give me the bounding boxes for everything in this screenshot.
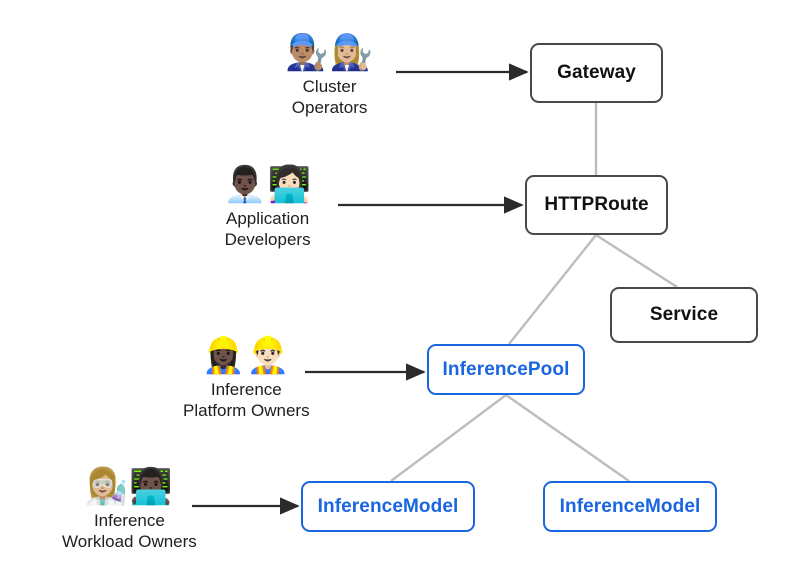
node-inferencepool: InferencePool <box>427 344 585 395</box>
persona-label-inference-workload-owners: Inference Workload Owners <box>62 511 197 551</box>
connector-httproute-service <box>595 233 678 289</box>
man-office-worker-icon+woman-technologist-icon: 👨🏿‍💼👩🏻‍💻 <box>223 165 313 205</box>
persona-label-application-developers: Application Developers <box>224 209 311 249</box>
connector-inferencepool-model1 <box>390 394 507 482</box>
woman-construction-worker-icon+man-construction-worker-icon: 👷🏿‍♀️👷🏻‍♂️ <box>201 336 291 376</box>
node-inferencemodel1: InferenceModel <box>301 481 475 532</box>
persona-cluster-operators: 👨🏽‍🔧👩🏼‍🔧Cluster Operators <box>285 33 374 118</box>
node-gateway: Gateway <box>530 43 663 103</box>
persona-inference-platform-owners: 👷🏿‍♀️👷🏻‍♂️Inference Platform Owners <box>183 336 310 421</box>
persona-label-inference-platform-owners: Inference Platform Owners <box>183 380 310 420</box>
node-httproute: HTTPRoute <box>525 175 668 235</box>
node-service: Service <box>610 287 758 343</box>
persona-inference-workload-owners: 👩🏼‍🔬👨🏿‍💻Inference Workload Owners <box>62 467 197 552</box>
persona-arrows <box>192 63 529 515</box>
man-mechanic-icon+woman-mechanic-icon: 👨🏽‍🔧👩🏼‍🔧 <box>285 33 375 73</box>
connector-inferencepool-model2 <box>505 394 630 482</box>
persona-application-developers: 👨🏿‍💼👩🏻‍💻Application Developers <box>223 165 312 250</box>
persona-label-cluster-operators: Cluster Operators <box>291 77 368 117</box>
woman-scientist-icon+man-technologist-icon: 👩🏼‍🔬👨🏿‍💻 <box>84 467 174 507</box>
connector-httproute-inferencepool <box>508 234 597 345</box>
node-inferencemodel2: InferenceModel <box>543 481 717 532</box>
